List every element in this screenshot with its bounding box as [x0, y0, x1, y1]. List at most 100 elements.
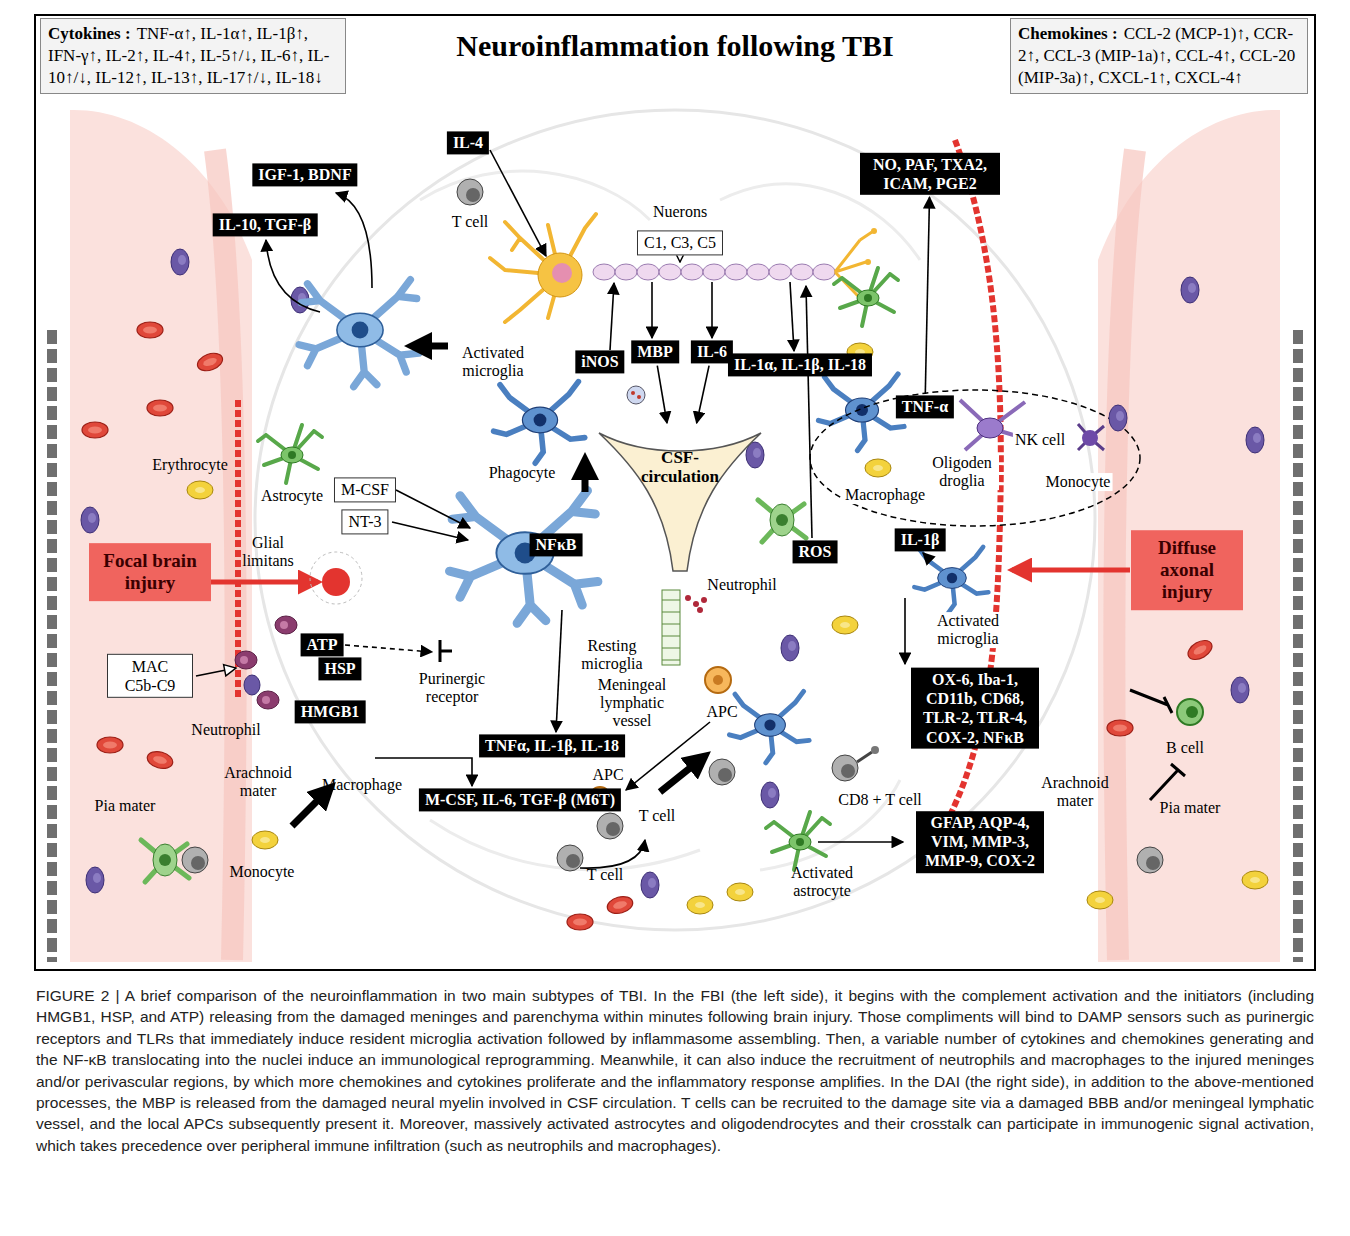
cell-label: T cell	[639, 807, 676, 825]
csf-shape: CSF-circulation	[595, 425, 765, 575]
illustration-part	[626, 722, 710, 790]
mediator-box: GFAP, AQP-4, VIM, MMP-3, MMP-9, COX-2	[916, 811, 1044, 873]
illustration-part	[781, 635, 799, 661]
illustration-part	[182, 847, 208, 873]
ventricle-outline	[595, 425, 765, 575]
cell-label: Astrocyte	[261, 487, 323, 505]
illustration-part	[703, 264, 725, 280]
illustration-part	[210, 580, 318, 585]
cell-label: Monocyte	[1044, 473, 1113, 491]
illustration-part	[769, 264, 791, 280]
node-text: GFAP, AQP-4, VIM, MMP-3, MMP-9, COX-2	[922, 813, 1038, 871]
illustration-part	[187, 481, 213, 499]
node-text: TNFα, IL-1β, IL-18	[485, 736, 619, 755]
illustration-part	[857, 752, 872, 762]
illustration-part	[257, 691, 279, 709]
illustration-part	[580, 840, 645, 868]
lymphatic-vessel	[662, 590, 707, 665]
illustration-part	[747, 264, 769, 280]
mediator-box: ATP	[301, 633, 344, 656]
cell-label: Glial limitans	[233, 534, 303, 570]
illustration-part	[552, 263, 572, 283]
illustration-part	[1242, 871, 1268, 889]
mediator-box: NFκB	[530, 533, 583, 556]
illustration-part	[171, 249, 189, 275]
cell-label: Purinergic receptor	[407, 670, 497, 706]
illustration-part	[195, 350, 225, 374]
cell-label: Arachnoid mater	[1035, 774, 1115, 810]
node-text: IL-1α, IL-1β, IL-18	[734, 355, 866, 374]
illustration-part	[292, 346, 700, 826]
illustration-part	[1246, 427, 1264, 453]
mediator-box: MBP	[631, 340, 679, 363]
illustration-part	[637, 264, 659, 280]
illustration-part	[615, 264, 637, 280]
illustration-part	[627, 386, 645, 404]
node-text: ATP	[307, 635, 338, 654]
diagram-title: Neuroinflammation following TBI	[456, 29, 893, 63]
illustration-part	[593, 264, 615, 280]
illustration-part	[713, 675, 723, 685]
node-text: M-CSF, IL-6, TGF-β (M6T)	[425, 790, 615, 809]
cell-label: Pia mater	[95, 797, 156, 815]
factor-box: M-CSF	[334, 477, 396, 502]
node-text: HSP	[324, 659, 355, 678]
illustration-part	[766, 812, 830, 870]
node-text: MAC C5b-C9	[114, 657, 186, 695]
cell-label: Nuerons	[653, 203, 707, 221]
cell-label: APC	[706, 703, 737, 721]
illustration-part	[865, 259, 871, 265]
node-text: HMGB1	[301, 702, 360, 721]
illustration-part	[322, 568, 350, 596]
illustration-part	[810, 390, 1140, 526]
illustration-part	[729, 691, 809, 762]
factor-box: NT-3	[341, 509, 388, 534]
illustration-part	[1185, 637, 1216, 664]
connector-arrow	[697, 366, 709, 423]
mediator-box: HMGB1	[295, 700, 366, 723]
illustration-part	[145, 749, 174, 771]
illustration-part	[299, 280, 419, 387]
illustration-part	[147, 400, 173, 416]
illustration-part	[681, 264, 703, 280]
illustration-part	[556, 610, 562, 732]
illustration-part	[137, 322, 163, 338]
illustration-part	[538, 253, 582, 297]
illustration-part	[818, 841, 903, 843]
node-text: iNOS	[581, 352, 618, 371]
cell-label: Macrophage	[843, 486, 927, 504]
illustration-part	[494, 382, 585, 464]
node-text: NFκB	[536, 535, 577, 554]
mediator-box: HSP	[318, 657, 361, 680]
illustration-part	[871, 228, 877, 234]
cell-label: B cell	[1166, 739, 1204, 757]
illustration-part	[292, 792, 326, 826]
illustration-part	[662, 600, 680, 660]
illustration-part	[70, 110, 252, 962]
node-text: Diffuse axonal injury	[1137, 537, 1237, 603]
illustration-part	[1293, 330, 1303, 962]
illustration-part	[235, 651, 257, 669]
illustration-part	[637, 395, 641, 399]
axon	[593, 264, 835, 280]
mediator-box: IL-6	[691, 340, 733, 363]
illustration-part	[1137, 847, 1163, 873]
cell-label: T cell	[587, 866, 624, 884]
illustration-part	[1177, 699, 1203, 725]
illustration-part	[215, 150, 236, 960]
cell-label: NK cell	[1013, 431, 1067, 449]
illustration-part	[490, 214, 596, 322]
illustration-part	[1109, 405, 1127, 431]
illustration-part	[97, 737, 123, 753]
illustration-part	[275, 616, 297, 634]
illustration-part	[392, 522, 468, 540]
cell-label: CD8 + T cell	[838, 791, 922, 809]
cell-label: Neutrophil	[191, 721, 260, 739]
illustration-part	[244, 675, 260, 695]
mediator-box: IGF-1, BDNF	[252, 163, 357, 186]
node-text: CSF-circulation	[630, 449, 730, 486]
illustration-part	[557, 845, 583, 871]
illustration-part	[1181, 277, 1199, 303]
node-text: NT-3	[348, 512, 381, 531]
